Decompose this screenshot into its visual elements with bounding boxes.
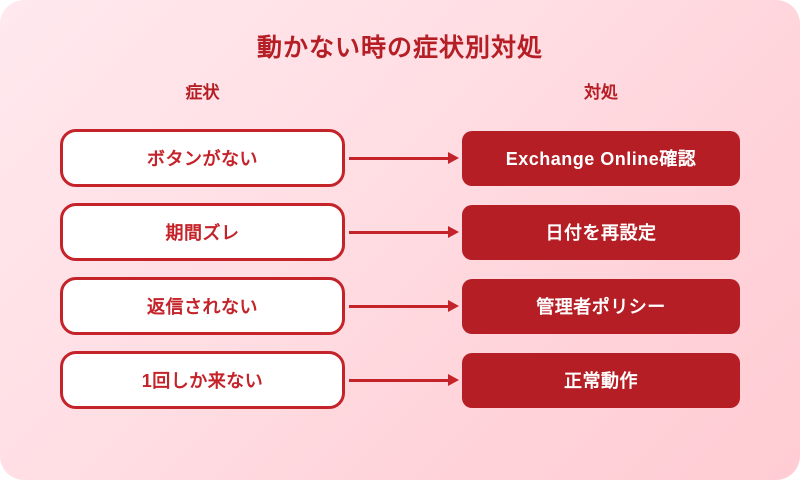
symptom-label: 返信されない — [147, 297, 258, 317]
symptom-label: 期間ズレ — [165, 223, 240, 243]
symptom-box: 期間ズレ — [60, 203, 345, 261]
page-title: 動かない時の症状別対処 — [256, 34, 543, 62]
arrow-head — [448, 300, 459, 312]
right-arrow-icon — [345, 226, 462, 238]
symptom-label: 1回しか来ない — [141, 371, 264, 391]
arrow-line — [349, 304, 449, 308]
arrow-head — [448, 152, 459, 164]
action-label: 日付を再設定 — [545, 223, 657, 243]
symptom-box: ボタンがない — [60, 129, 345, 187]
column-header-symptom: 症状 — [185, 83, 220, 102]
symptom-box: 1回しか来ない — [60, 351, 345, 409]
arrow-head — [448, 226, 459, 238]
right-arrow-icon — [345, 374, 462, 386]
diagram-row: ボタンがない Exchange Online確認 — [60, 129, 740, 187]
action-label: 正常動作 — [564, 371, 638, 391]
action-label: 管理者ポリシー — [536, 297, 666, 317]
diagram-row: 返信されない 管理者ポリシー — [60, 277, 740, 335]
symptom-box: 返信されない — [60, 277, 345, 335]
right-arrow-icon — [345, 300, 462, 312]
action-box: 日付を再設定 — [462, 204, 740, 260]
arrow-line — [349, 378, 449, 382]
arrow-head — [448, 374, 459, 386]
action-box: 正常動作 — [462, 352, 740, 408]
action-box: Exchange Online確認 — [462, 130, 740, 186]
right-arrow-icon — [345, 152, 462, 164]
arrow-line — [349, 156, 449, 160]
diagram-row: 期間ズレ 日付を再設定 — [60, 203, 740, 261]
column-header-action: 対処 — [584, 83, 618, 102]
action-box: 管理者ポリシー — [462, 278, 740, 334]
diagram-row: 1回しか来ない 正常動作 — [60, 351, 740, 409]
action-label: Exchange Online確認 — [505, 149, 697, 169]
arrow-line — [349, 230, 449, 234]
symptom-label: ボタンがない — [147, 149, 258, 169]
